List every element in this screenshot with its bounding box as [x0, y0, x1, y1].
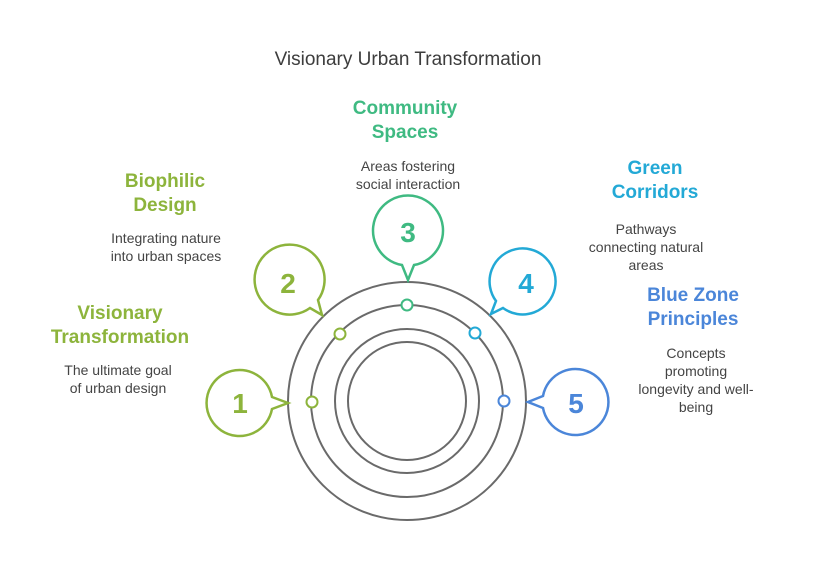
step-3-heading: Community Spaces	[310, 97, 500, 145]
step-3-bubble	[371, 194, 445, 284]
inner-ring	[347, 341, 467, 461]
step-2-number: 2	[280, 268, 296, 299]
step-1-description-line: of urban design	[69, 380, 167, 396]
step-4-heading: Green Corridors	[560, 157, 750, 205]
step-2-heading-line: Biophilic	[124, 171, 206, 192]
step-5-description: Concepts promoting longevity and well-be…	[600, 344, 792, 416]
step-5-description-line: promoting	[664, 363, 728, 379]
step-4-marker	[468, 326, 482, 340]
diagram-title: Visionary Urban Transformation	[274, 49, 542, 70]
step-1-number: 1	[232, 388, 248, 419]
step-4-heading-line: Corridors	[611, 182, 699, 203]
step-4-description-line: areas	[628, 257, 664, 273]
step-1-heading-line: Visionary	[77, 303, 163, 324]
step-1-heading: Visionary Transformation	[25, 302, 215, 350]
step-1-description-line: The ultimate goal	[64, 362, 172, 378]
step-2-description-line: into urban spaces	[110, 248, 222, 264]
step-4-bubble	[488, 247, 557, 317]
step-3-description-line: Areas fostering	[360, 158, 456, 174]
step-5-description-line: Concepts	[666, 345, 726, 361]
step-5-bubble	[524, 367, 610, 437]
step-5-heading: Blue Zone Principles	[598, 284, 788, 332]
outer-ring	[287, 281, 527, 521]
step-2-description-line: Integrating nature	[111, 230, 221, 246]
third-ring	[334, 328, 480, 474]
step-3-number: 3	[400, 217, 416, 248]
step-3-heading-line: Spaces	[371, 122, 439, 143]
step-1-description: The ultimate goal of urban design	[23, 361, 213, 397]
step-4-number: 4	[518, 268, 534, 299]
step-4-description: Pathways connecting natural areas	[551, 220, 741, 274]
step-5-number: 5	[568, 388, 584, 419]
step-2-marker	[333, 327, 347, 341]
step-4-description-line: connecting natural	[588, 239, 704, 255]
step-2-heading-line: Design	[133, 195, 197, 216]
step-4-heading-line: Green	[627, 158, 683, 179]
step-5-description-line: longevity and well-being	[638, 381, 754, 415]
step-1-heading-line: Transformation	[50, 327, 190, 348]
step-3-description: Areas fostering social interaction	[313, 157, 503, 193]
step-5-heading-line: Principles	[647, 309, 739, 330]
step-2-heading: Biophilic Design	[70, 170, 260, 218]
step-4-description-line: Pathways	[615, 221, 677, 237]
step-3-heading-line: Community	[352, 98, 458, 119]
step-5-marker	[497, 394, 511, 408]
step-5-heading-line: Blue Zone	[647, 285, 739, 306]
step-2-bubble	[253, 243, 326, 318]
step-1-marker	[305, 395, 319, 409]
step-1-bubble	[205, 368, 292, 438]
step-3-description-line: social interaction	[355, 176, 461, 192]
step-2-description: Integrating nature into urban spaces	[71, 229, 261, 265]
step-3-marker	[400, 298, 414, 312]
